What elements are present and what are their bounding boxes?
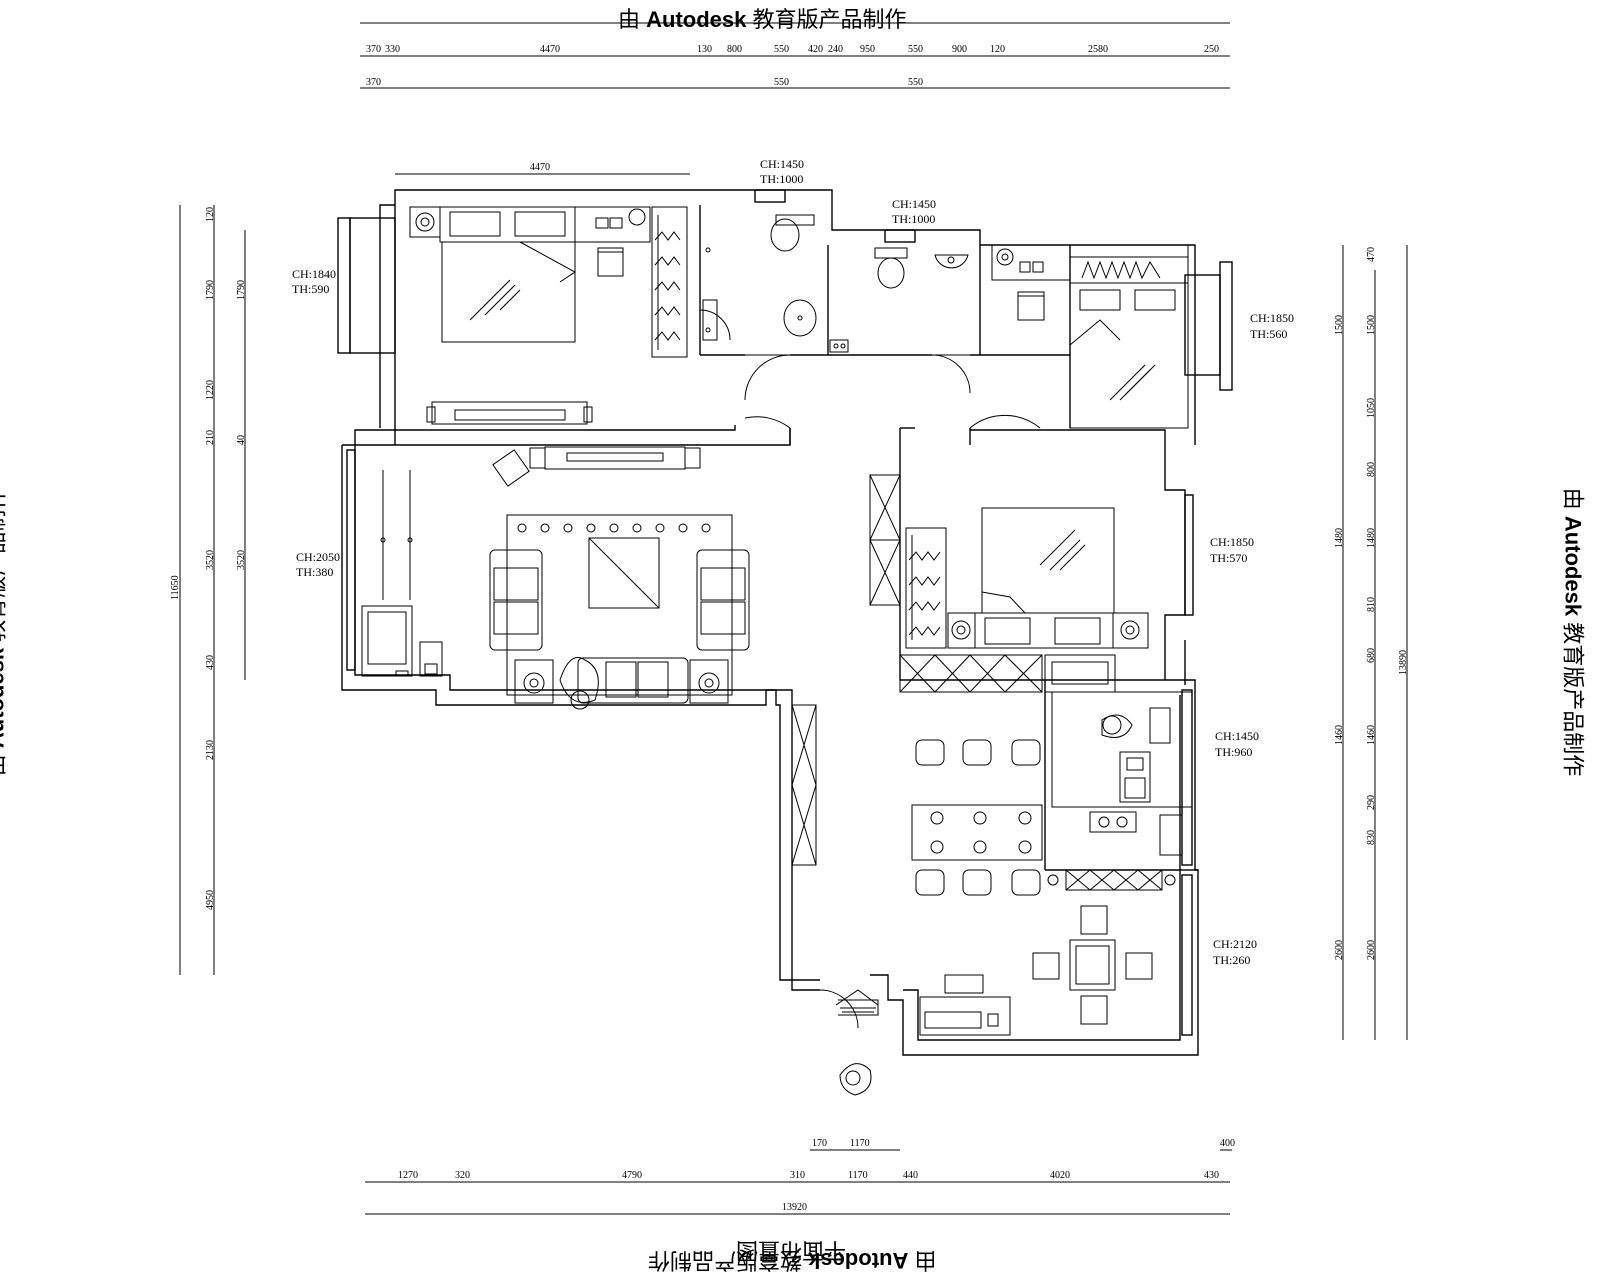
dim-bottom-4: 1170: [848, 1170, 868, 1181]
dim-bottom2-0: 170: [812, 1138, 827, 1149]
dim-top-12: 2580: [1088, 44, 1108, 55]
dim-bottom-2: 4790: [622, 1170, 642, 1181]
dim-right-7: 1460: [1366, 725, 1377, 745]
dim-right-2: 1050: [1366, 398, 1377, 418]
dining-furniture: [791, 704, 1043, 896]
kitchen-fixtures: [899, 654, 1193, 891]
dim-left-5: 430: [205, 655, 216, 670]
dim-top-10: 900: [952, 44, 967, 55]
bathroom-2-fixtures: [829, 247, 969, 353]
dim-top2-2: 550: [908, 77, 923, 88]
window-labels: CH:1450 TH:1000 CH:1450 TH:1000 CH:1840 …: [292, 157, 1294, 967]
dim-right-1: 1500: [1366, 315, 1377, 335]
window-6-ch: CH:1450: [1215, 729, 1259, 743]
dim-right2-2: 1460: [1334, 725, 1345, 745]
window-5-th: TH:570: [1210, 551, 1247, 565]
bathroom-1-fixtures: [702, 214, 817, 341]
dimension-lines: [179, 22, 1408, 1215]
dim-bottom2-1: 1170: [850, 1138, 870, 1149]
dim-right-total: 13890: [1398, 650, 1409, 675]
dim-bottom-total: 13920: [782, 1202, 807, 1213]
dim-bottom-1: 320: [455, 1170, 470, 1181]
dim-right-3: 800: [1366, 462, 1377, 477]
dim-right-0: 470: [1366, 247, 1377, 262]
dim-bottom-7: 430: [1204, 1170, 1219, 1181]
dim-top-6: 420: [808, 44, 823, 55]
window-4-ch: CH:2050: [296, 550, 340, 564]
dim-bottom-6: 4020: [1050, 1170, 1070, 1181]
dim-left-4: 3520: [205, 550, 216, 570]
dim-right-5: 810: [1366, 597, 1377, 612]
window-1-ch: CH:1450: [892, 197, 936, 211]
window-5-ch: CH:1850: [1210, 535, 1254, 549]
window-1-th: TH:1000: [892, 212, 935, 226]
dim-right-9: 830: [1366, 830, 1377, 845]
dim-top-3: 130: [697, 44, 712, 55]
dim-right2-0: 1500: [1334, 315, 1345, 335]
window-2-th: TH:590: [292, 282, 329, 296]
dim-right-8: 290: [1366, 795, 1377, 810]
dim-left2-0: 1790: [236, 280, 247, 300]
dim-top-1: 330: [385, 44, 400, 55]
window-3-ch: CH:1850: [1250, 311, 1294, 325]
rug-tassels: [517, 523, 711, 533]
window-7-th: TH:260: [1213, 953, 1250, 967]
bedroom-2-furniture: [991, 244, 1189, 429]
dim-left-7: 4950: [205, 890, 216, 910]
dim-left2-2: 3520: [236, 550, 247, 570]
dim-left-1: 1790: [205, 280, 216, 300]
dim-right2-1: 1480: [1334, 528, 1345, 548]
dim-right-10: 2600: [1366, 940, 1377, 960]
watermark-top: 由 Autodesk 教育版产品制作: [618, 7, 907, 32]
dim-top-13: 250: [1204, 44, 1219, 55]
tea-room-furniture: [835, 905, 1153, 1096]
dim-top2-0: 370: [366, 77, 381, 88]
window-3-th: TH:560: [1250, 327, 1287, 341]
walls: [337, 189, 1233, 1056]
living-room-furniture: [361, 446, 750, 710]
window-6-th: TH:960: [1215, 745, 1252, 759]
bedroom-3-furniture: [869, 474, 1149, 649]
dim-left2-1: 40: [236, 435, 247, 445]
dim-top-9: 550: [908, 44, 923, 55]
dim-bottom-0: 1270: [398, 1170, 418, 1181]
dim-right2-3: 2600: [1334, 940, 1345, 960]
dim-right-6: 680: [1366, 648, 1377, 663]
dim-top-5: 550: [774, 44, 789, 55]
window-4-th: TH:380: [296, 565, 333, 579]
dim-right-4: 1480: [1366, 528, 1377, 548]
dim-left-total: 11650: [170, 575, 181, 600]
dim-top-2: 4470: [540, 44, 560, 55]
dim-bottom-3: 310: [790, 1170, 805, 1181]
dim-top-8: 950: [860, 44, 875, 55]
doors: [699, 309, 1041, 1029]
dim-bottom-5: 440: [903, 1170, 918, 1181]
window-2-ch: CH:1840: [292, 267, 336, 281]
dim-bottom2-2: 400: [1220, 1138, 1235, 1149]
dim-top2-1: 550: [774, 77, 789, 88]
dim-top-7: 240: [828, 44, 843, 55]
window-7-ch: CH:2120: [1213, 937, 1257, 951]
dimension-texts: 370 330 4470 130 800 550 420 240 950 550…: [170, 44, 1409, 1213]
window-0-ch: CH:1450: [760, 157, 804, 171]
dim-left-2: 1220: [205, 380, 216, 400]
dim-left-3: 210: [205, 430, 216, 445]
dim-master-width: 4470: [530, 162, 550, 173]
dim-top-11: 120: [990, 44, 1005, 55]
dim-top-4: 800: [727, 44, 742, 55]
dim-top-0: 370: [366, 44, 381, 55]
master-bedroom-furniture: [409, 206, 688, 425]
dim-left-0: 120: [205, 207, 216, 222]
dim-left-6: 2130: [205, 740, 216, 760]
window-0-th: TH:1000: [760, 172, 803, 186]
